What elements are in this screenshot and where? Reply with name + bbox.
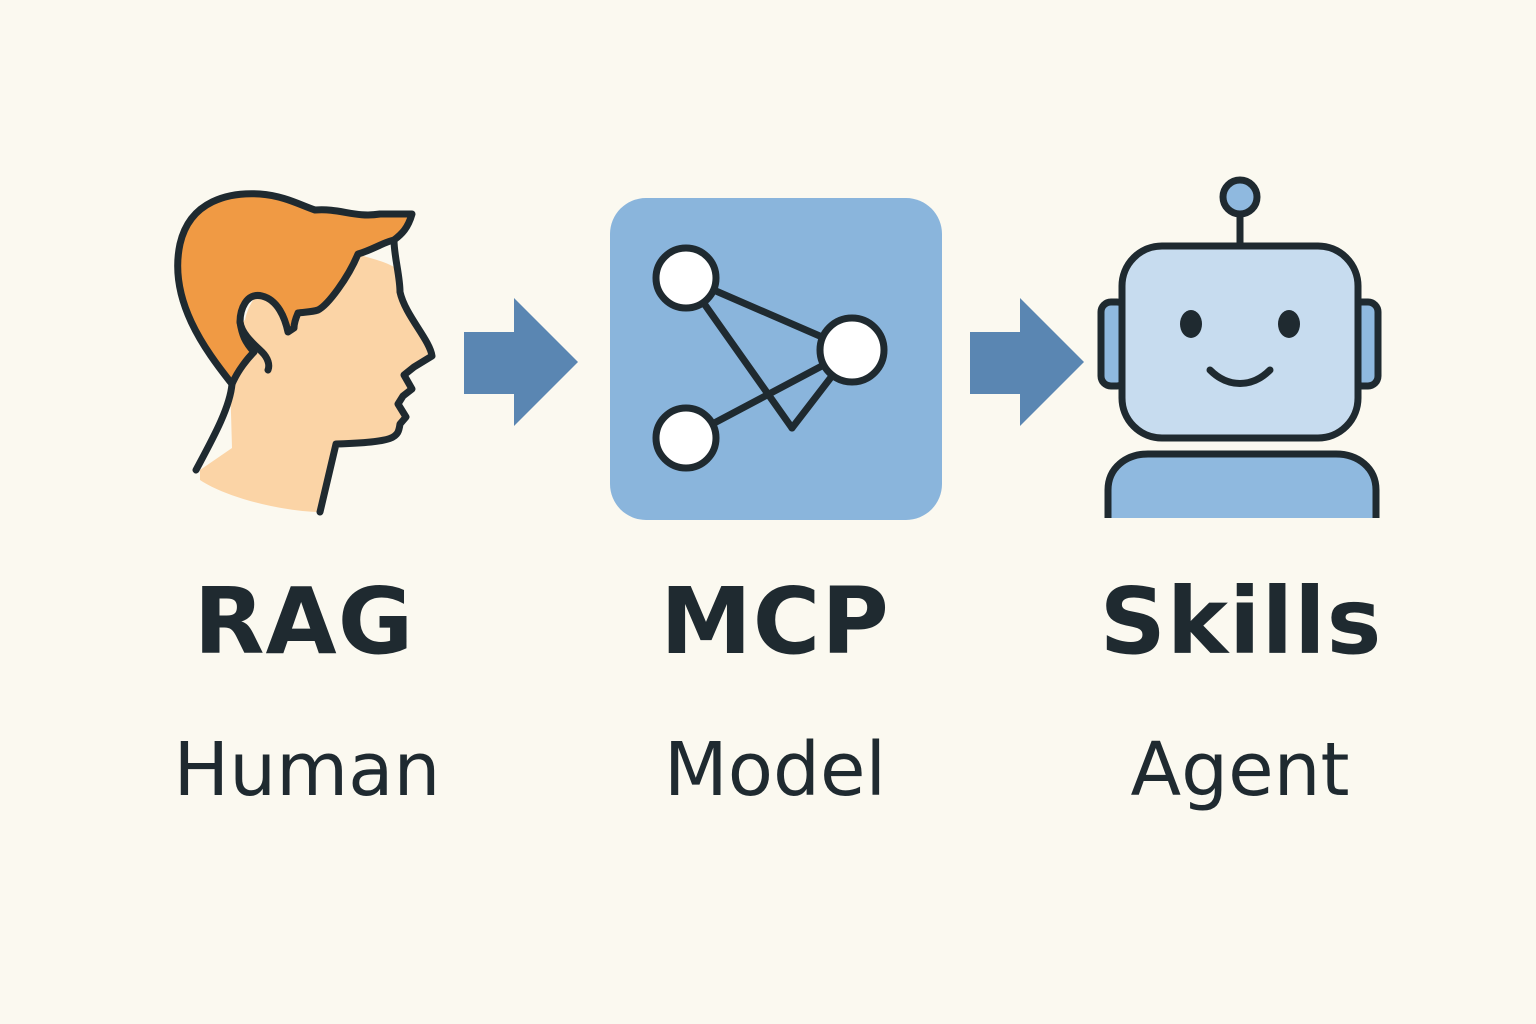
antenna-ball: [1219, 176, 1261, 218]
robot-body: [1104, 450, 1380, 518]
robot-eye-left: [1180, 310, 1202, 338]
head-outline: [174, 190, 436, 516]
face-skin: [200, 251, 432, 512]
hairline: [228, 236, 398, 388]
robot-head: [1118, 242, 1362, 442]
stage-title-mcp: MCP: [660, 568, 890, 675]
network-node: [652, 404, 720, 472]
stage-subtitle-human: Human: [173, 727, 441, 813]
human-head-icon: [174, 190, 436, 516]
network-node: [816, 314, 888, 386]
stage-title-skills: Skills: [1099, 568, 1383, 675]
network-box: [610, 198, 942, 520]
network-node: [652, 244, 720, 312]
robot-mouth: [1206, 366, 1274, 387]
robot-eye-right: [1278, 310, 1300, 338]
stage-subtitle-model: Model: [663, 727, 887, 813]
ear: [236, 318, 273, 374]
arrow-right-icon: [464, 298, 578, 426]
network-graph-icon: [610, 198, 942, 520]
arrow-right-icon: [970, 298, 1084, 426]
stage-subtitle-agent: Agent: [1130, 727, 1350, 813]
robot-icon: [1097, 176, 1382, 518]
stage-title-rag: RAG: [193, 568, 415, 675]
